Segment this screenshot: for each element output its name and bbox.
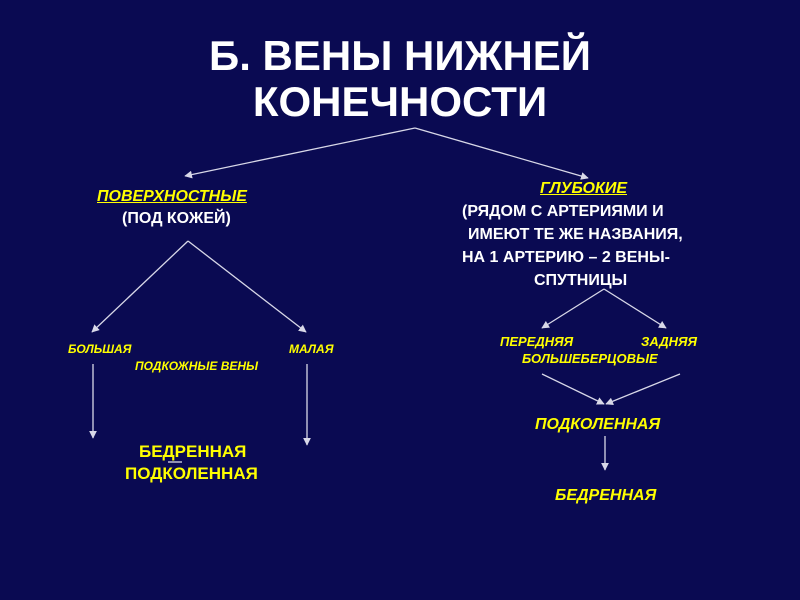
deep-desc-line-4: СПУТНИЦЫ: [534, 272, 628, 289]
branch-anterior-label: ПЕРЕДНЯЯ: [500, 334, 574, 349]
deep-desc-line-1: (РЯДОМ С АРТЕРИЯМИ И: [462, 203, 664, 220]
superficial-subheading: (ПОД КОЖЕЙ): [122, 210, 231, 227]
deep-target-femoral: БЕДРЕННАЯ: [555, 487, 657, 504]
arrow-superficial-to-great: [91, 240, 189, 333]
arrow-title-to-deep: [414, 127, 589, 180]
arrow-deep-to-anterior: [541, 288, 605, 329]
title-line-2: КОНЕЧНОСТИ: [252, 78, 548, 125]
superficial-target-femoral: БЕДРЕННАЯ: [139, 442, 247, 461]
deep-heading: ГЛУБОКИЕ: [540, 180, 628, 197]
branch-posterior-label: ЗАДНЯЯ: [641, 334, 697, 349]
branch-small-label: МАЛАЯ: [289, 342, 334, 356]
arrow-anterior-to-popliteal: [541, 373, 605, 405]
arrow-superficial-to-small: [187, 240, 307, 333]
branch-great-label: БОЛЬШАЯ: [68, 342, 132, 356]
title-line-1: Б. ВЕНЫ НИЖНЕЙ: [209, 32, 591, 79]
saphenous-caption: ПОДКОЖНЫЕ ВЕНЫ: [135, 359, 259, 373]
arrow-title-to-superficial: [184, 127, 416, 179]
arrow-deep-to-posterior: [603, 288, 667, 329]
tibial-caption: БОЛЬШЕБЕРЦОВЫЕ: [522, 351, 658, 366]
deep-target-popliteal: ПОДКОЛЕННАЯ: [535, 416, 661, 433]
deep-desc-line-3: НА 1 АРТЕРИЮ – 2 ВЕНЫ-: [462, 249, 670, 266]
superficial-heading: ПОВЕРХНОСТНЫЕ: [97, 188, 247, 205]
arrow-posterior-to-popliteal: [605, 373, 681, 405]
deep-desc-line-2: ИМЕЮТ ТЕ ЖЕ НАЗВАНИЯ,: [468, 226, 683, 243]
superficial-target-popliteal: ПОДКОЛЕННАЯ: [125, 464, 258, 483]
